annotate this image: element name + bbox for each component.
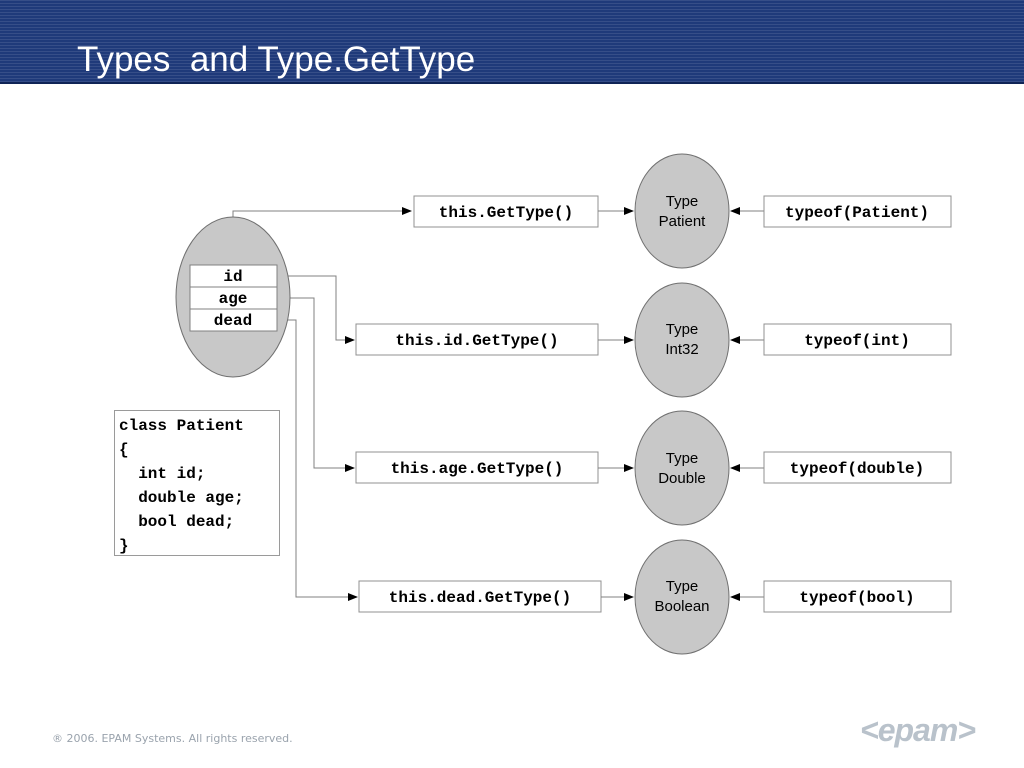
connector-dead-to-call — [277, 319, 358, 601]
code-line: } — [119, 537, 129, 555]
typeof-double-label: typeof(double) — [790, 460, 924, 478]
epam-logo: <epam> — [860, 712, 976, 748]
type-boolean-ellipse — [634, 539, 730, 655]
field-dead-label: dead — [214, 312, 252, 330]
call-gettype-label: this.GetType() — [439, 204, 573, 222]
connector-age-to-call — [277, 297, 355, 472]
call-box-id-gettype — [355, 323, 599, 356]
footer-copyright: ® 2006. EPAM Systems. All rights reserve… — [52, 732, 293, 745]
type-double-line2: Double — [658, 470, 706, 487]
connector-object-to-gettype — [232, 207, 412, 218]
call-dead-gettype-label: this.dead.GetType() — [389, 589, 571, 607]
connector-id-to-call — [277, 275, 355, 344]
field-box-dead — [189, 308, 278, 332]
call-box-age-gettype — [355, 451, 599, 484]
typeof-box-bool — [763, 580, 952, 613]
code-line: double age; — [119, 489, 244, 507]
call-age-gettype-label: this.age.GetType() — [391, 460, 564, 478]
code-line: int id; — [119, 465, 206, 483]
code-line: class Patient — [119, 417, 244, 435]
typeof-box-int — [763, 323, 952, 356]
type-int32-line1: Type — [666, 321, 699, 338]
field-age-label: age — [219, 290, 248, 308]
type-boolean-line2: Boolean — [654, 598, 709, 615]
type-patient-line2: Patient — [659, 213, 707, 230]
typeof-int-label: typeof(int) — [804, 332, 910, 350]
code-line: { — [119, 441, 129, 459]
type-double-ellipse — [634, 410, 730, 526]
type-patient-ellipse — [634, 153, 730, 269]
typeof-bool-label: typeof(bool) — [799, 589, 914, 607]
typeof-box-double — [763, 451, 952, 484]
class-code-box: class Patient { int id; double age; bool… — [114, 410, 280, 556]
page-title: Types and Type.GetType — [77, 40, 476, 79]
field-id-label: id — [223, 268, 242, 286]
typeof-patient-label: typeof(Patient) — [785, 204, 929, 222]
header-banner: Types and Type.GetType — [0, 0, 1024, 84]
call-box-dead-gettype — [358, 580, 602, 613]
type-patient-line1: Type — [666, 193, 699, 210]
type-boolean-line1: Type — [666, 578, 699, 595]
typeof-box-patient — [763, 195, 952, 228]
type-int32-line2: Int32 — [665, 341, 698, 358]
code-line: bool dead; — [119, 513, 235, 531]
call-box-gettype — [413, 195, 599, 228]
call-id-gettype-label: this.id.GetType() — [395, 332, 558, 350]
type-double-line1: Type — [666, 450, 699, 467]
type-int32-ellipse — [634, 282, 730, 398]
